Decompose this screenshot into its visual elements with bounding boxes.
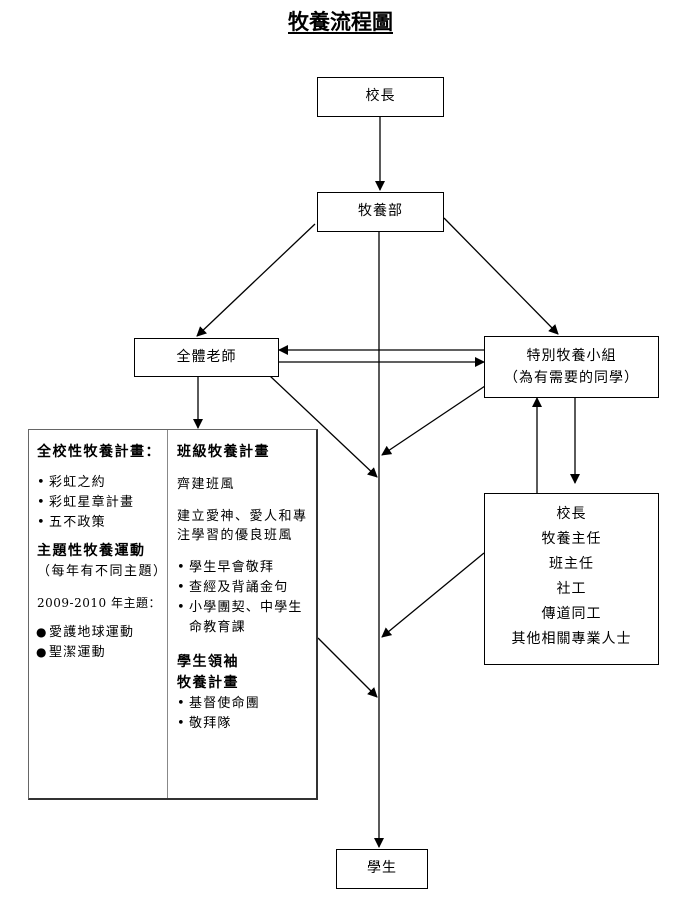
arrow-pastoral-to-special: [443, 217, 559, 335]
node-principal: 校長: [317, 77, 444, 117]
list-item: 五不政策: [37, 513, 163, 533]
list-item: 基督使命團: [177, 694, 316, 714]
staff-item: 校長: [556, 506, 587, 522]
page-title: 牧養流程圖: [288, 10, 393, 34]
themed-list: 愛護地球運動 聖潔運動: [36, 623, 163, 663]
node-special-group-label: 特別牧養小組: [526, 347, 617, 364]
arrow-special-to-trunk: [381, 383, 489, 456]
staff-item: 其他相關專業人士: [511, 630, 632, 647]
node-all-teachers-label: 全體老師: [176, 348, 237, 365]
class-heading: 班級牧養計畫: [177, 444, 270, 460]
list-item: 愛護地球運動: [36, 623, 163, 643]
list-item: 小學團契、中學生命教育課: [177, 598, 313, 638]
node-pastoral-dept-label: 牧養部: [358, 203, 403, 220]
class-line1: 齊建班風: [177, 477, 236, 492]
arrow-teachers-to-trunk: [269, 375, 378, 478]
list-item: 查經及背誦金句: [177, 578, 313, 598]
list-item: 彩虹星章計畫: [37, 493, 163, 513]
arrow-staff-to-trunk: [381, 552, 485, 638]
school-wide-heading: 全校性牧養計畫：: [37, 444, 161, 460]
leaders-heading-line1: 學生領袖: [177, 654, 239, 671]
themed-heading: 主題性牧養運動: [37, 543, 146, 560]
staff-item: 傳道同工: [541, 605, 602, 622]
node-all-teachers: 全體老師: [134, 338, 279, 377]
school-wide-list: 彩虹之約 彩虹星章計畫 五不政策: [37, 473, 163, 534]
arrow-pastoral-to-teachers: [196, 223, 316, 337]
list-item: 彩虹之約: [37, 473, 163, 493]
themed-note: （每年有不同主題）: [37, 564, 168, 580]
staff-item: 牧養主任: [541, 530, 602, 547]
staff-item: 社工: [556, 580, 587, 597]
themed-year-label: 2009-2010 年主題：: [37, 595, 161, 610]
node-staff-list: 校長 牧養主任 班主任 社工 傳道同工 其他相關專業人士: [484, 493, 659, 665]
programs-left-column: 全校性牧養計畫： 彩虹之約 彩虹星章計畫 五不政策 主題性牧養運動 （每年有不同…: [29, 430, 167, 798]
node-pastoral-dept: 牧養部: [317, 192, 444, 232]
node-special-group: 特別牧養小組 （為有需要的同學）: [484, 336, 659, 398]
class-line2: 建立愛神、愛人和專注學習的優良班風: [177, 508, 308, 544]
list-item: 敬拜隊: [177, 714, 316, 734]
node-special-group-note: （為有需要的同學）: [504, 370, 639, 386]
leaders-heading-line2: 牧養計畫: [177, 675, 239, 692]
node-students: 學生: [336, 849, 428, 889]
staff-item: 班主任: [549, 555, 594, 572]
programs-right-column: 班級牧養計畫 齊建班風 建立愛神、愛人和專注學習的優良班風 學生早會敬拜 查經及…: [167, 430, 316, 798]
list-item: 聖潔運動: [36, 643, 163, 663]
list-item: 學生早會敬拜: [177, 558, 313, 578]
leaders-list: 基督使命團 敬拜隊: [177, 694, 316, 734]
class-list: 學生早會敬拜 查經及背誦金句 小學團契、中學生命教育課: [177, 558, 313, 639]
node-principal-label: 校長: [365, 88, 396, 105]
arrow-panel-to-trunk: [317, 637, 378, 698]
node-students-label: 學生: [367, 860, 397, 877]
programs-panel: 全校性牧養計畫： 彩虹之約 彩虹星章計畫 五不政策 主題性牧養運動 （每年有不同…: [28, 429, 318, 800]
